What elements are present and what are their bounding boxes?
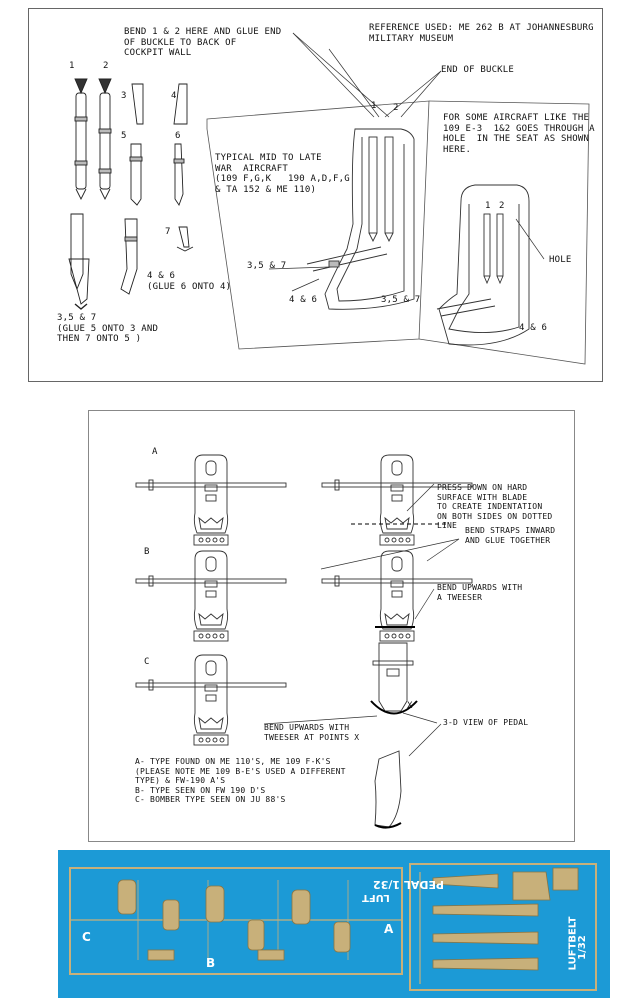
seat-num-2: 2	[393, 103, 399, 113]
assembled-357	[68, 213, 90, 310]
photo-etch-fret-card: PEDAL 1/32 LUFT LUFTBELT 1/32 A B C	[58, 850, 610, 998]
fret-label-a: A	[384, 922, 394, 936]
belt-part-1	[74, 78, 88, 201]
label-46-right: 4 & 6	[519, 323, 548, 333]
pedal-fret-frame	[69, 867, 403, 975]
pedal-label-a: A	[152, 447, 158, 457]
pedal-diagram	[135, 454, 473, 829]
x-point-label: X	[407, 701, 413, 711]
label-357-right: 3,5 & 7	[381, 295, 421, 305]
belt-fret-frame	[409, 863, 597, 991]
label-46-main: 4 & 6	[289, 295, 318, 305]
num-1: 1	[69, 61, 75, 71]
belt-part-6	[173, 143, 185, 206]
seat-num-1: 1	[371, 101, 377, 111]
end-of-buckle-label: END OF BUCKLE	[441, 65, 515, 75]
pedal-instruction-sheet: A B C PRESS DOWN ON HARD SURFACE WITH BL…	[88, 410, 575, 842]
seatbelt-diagram	[68, 32, 590, 365]
e3-num-2: 2	[499, 201, 505, 211]
pedal-x-bend	[370, 642, 418, 715]
num-6: 6	[175, 131, 181, 141]
glue-5-note: 3,5 & 7 (GLUE 5 ONTO 3 AND THEN 7 ONTO 5…	[57, 313, 159, 344]
assembled-46	[120, 218, 138, 295]
belt-part-7	[176, 226, 194, 252]
fret-scale: 1/32	[576, 935, 588, 960]
glue-6-note: 4 & 6 (GLUE 6 ONTO 4)	[147, 271, 232, 292]
hole-label: HOLE	[549, 255, 572, 265]
num-4: 4	[171, 91, 177, 101]
pedal-label-b: B	[144, 547, 150, 557]
seat-e3	[436, 184, 530, 346]
bend-straps-note: BEND STRAPS INWARD AND GLUE TOGETHER	[465, 526, 556, 545]
pedal-3d-view	[374, 750, 402, 829]
typical-aircraft-note: TYPICAL MID TO LATE WAR AIRCRAFT (109 F,…	[215, 153, 350, 195]
bend-upwards-note: BEND UPWARDS WITH A TWEESER	[437, 583, 523, 602]
fret-belt-parts	[432, 867, 579, 971]
bend-upwards-x-note: BEND UPWARDS WITH TWEESER AT POINTS X	[264, 723, 360, 742]
belt-part-5	[129, 143, 143, 206]
pedal-a-flat	[135, 454, 287, 546]
fret-pedal-parts	[117, 879, 351, 961]
fret-title: PEDAL 1/32	[373, 878, 445, 891]
num-3: 3	[121, 91, 127, 101]
some-aircraft-note: FOR SOME AIRCRAFT LIKE THE 109 E-3 1&2 G…	[443, 113, 595, 155]
seat-main	[306, 128, 415, 310]
pedal-types-legend: A- TYPE FOUND ON ME 110'S, ME 109 F-K'S …	[135, 757, 346, 804]
reference-note: REFERENCE USED: ME 262 B AT JOHANNESBURG…	[369, 23, 594, 44]
belt-part-4	[173, 83, 188, 125]
e3-num-1: 1	[485, 201, 491, 211]
label-357-main: 3,5 & 7	[247, 261, 287, 271]
fret-diagram	[69, 863, 597, 991]
belt-part-2	[98, 78, 112, 201]
num-5: 5	[121, 131, 127, 141]
pedal-label-c: C	[144, 657, 150, 667]
belt-part-3	[131, 83, 144, 125]
pedal-3d-label: 3-D VIEW OF PEDAL	[443, 718, 529, 727]
fret-label-c: C	[82, 930, 91, 944]
num-2: 2	[103, 61, 109, 71]
seatbelt-instruction-sheet: BEND 1 & 2 HERE AND GLUE END OF BUCKLE T…	[28, 8, 603, 382]
pedal-b-flat	[135, 550, 287, 642]
press-down-note: PRESS DOWN ON HARD SURFACE WITH BLADE TO…	[437, 483, 553, 530]
fret-label-b: B	[206, 956, 216, 970]
bend-instruction: BEND 1 & 2 HERE AND GLUE END OF BUCKLE T…	[124, 27, 282, 58]
num-7: 7	[165, 227, 171, 237]
fret-brand: LUFT	[362, 892, 390, 903]
seat-panel	[206, 100, 430, 350]
